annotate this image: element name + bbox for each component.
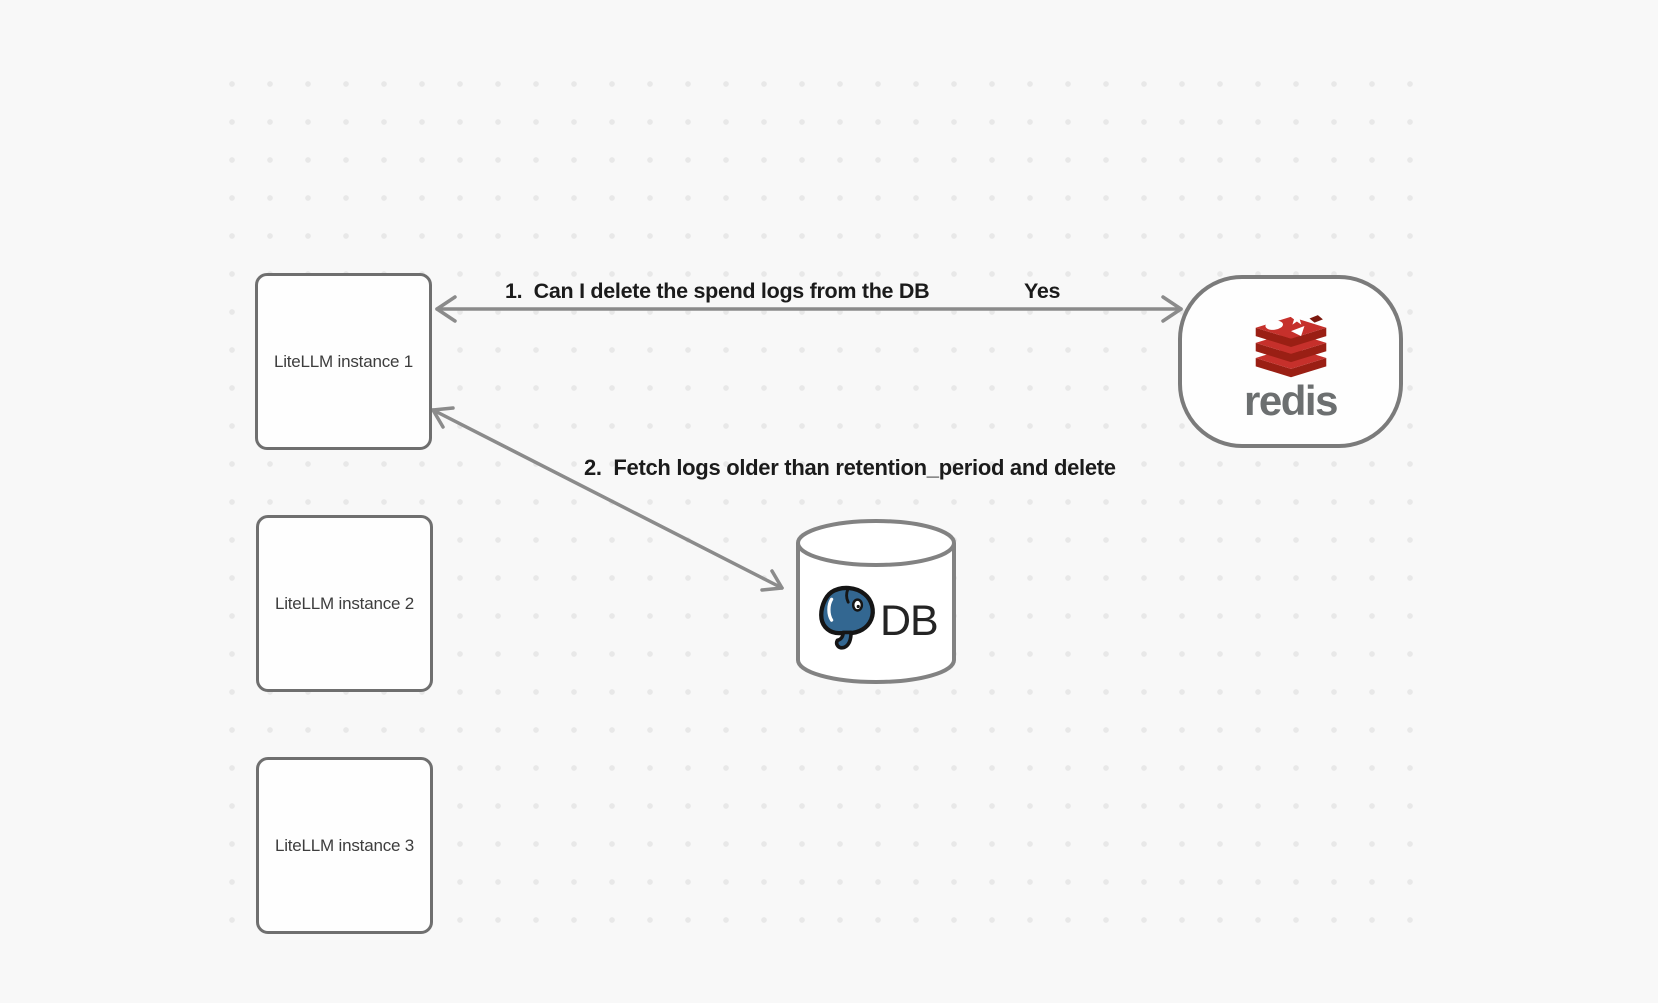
arrow-1-response-label: Yes (1024, 279, 1061, 303)
arrow-1-label: 1. Can I delete the spend logs from the … (505, 279, 930, 303)
postgresql-elephant-icon (819, 585, 875, 650)
redis-wordmark: redis (1244, 376, 1338, 424)
litellm-instance-3-node: LiteLLM instance 3 (256, 757, 433, 934)
db-label: DB (880, 597, 939, 645)
database-node: DB (792, 514, 960, 684)
litellm-instance-2-node: LiteLLM instance 2 (256, 515, 433, 692)
litellm-instance-3-label: LiteLLM instance 3 (274, 835, 415, 855)
redis-node: redis (1178, 275, 1403, 448)
arrow-2-label: 2. Fetch logs older than retention_perio… (584, 455, 1116, 480)
litellm-instance-2-label: LiteLLM instance 2 (274, 593, 415, 613)
redis-logo-icon (1255, 310, 1326, 377)
litellm-instance-1-node: LiteLLM instance 1 (255, 273, 432, 450)
litellm-instance-1-label: LiteLLM instance 1 (273, 351, 414, 371)
